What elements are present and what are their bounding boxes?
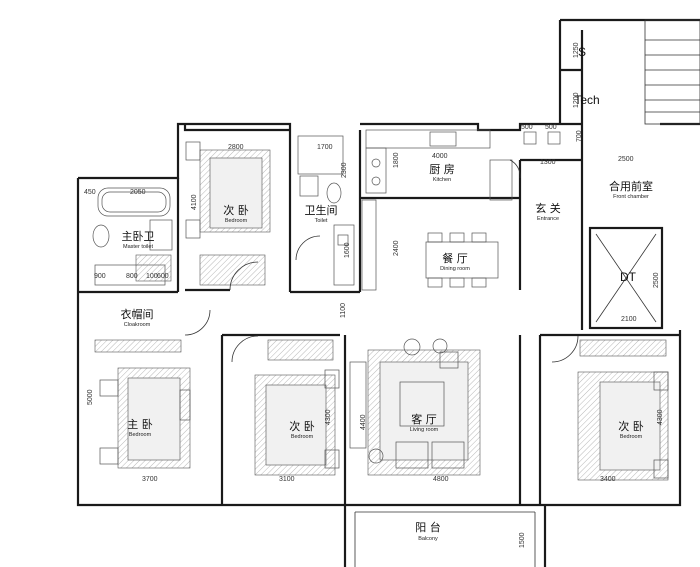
dim-label: 2050 (130, 189, 146, 196)
bed-top (185, 141, 271, 286)
dim-label: 4300 (657, 409, 664, 425)
dim-label: 2400 (393, 240, 400, 256)
dim-label: 700 (576, 130, 583, 142)
shaft-s-label: S (578, 45, 586, 59)
dim-label: 2300 (341, 162, 348, 178)
room-label-entrance: 玄 关 Entrance (535, 201, 561, 222)
room-name: 厨 房 (429, 163, 455, 176)
dim-label: 1250 (573, 42, 580, 58)
kitchen-fixtures (365, 129, 561, 201)
dim-label: 4000 (432, 153, 448, 160)
room-name: 主 卧 (127, 418, 153, 431)
stairs (644, 19, 700, 125)
room-name-en: Kitchen (433, 177, 451, 183)
room-name-en: Front chamber (613, 194, 649, 200)
dim-label: 4400 (360, 414, 367, 430)
dim-label: 4300 (325, 409, 332, 425)
room-name: 卫生间 (305, 203, 338, 217)
dimension-labels: 2800 1700 4000 500 500 1300 2500 2050 45… (84, 42, 664, 548)
room-name-en: Living room (410, 427, 439, 433)
elevator-label: DT (620, 270, 637, 284)
room-name: 次 卧 (289, 419, 315, 433)
room-name-en: Bedroom (225, 218, 248, 224)
room-name: 主卧卫 (122, 230, 155, 243)
master-toilet-fixtures (92, 187, 173, 286)
room-name-en: Bedroom (129, 432, 152, 438)
room-label-bedroom-mid: 次 卧 Bedroom (289, 419, 315, 440)
dim-label: 2800 (228, 144, 244, 151)
dim-label: 450 (84, 189, 96, 196)
mid-bed (254, 339, 340, 476)
room-name-en: Bedroom (291, 434, 314, 440)
room-label-toilet: 卫生间 Toilet (305, 203, 338, 224)
dim-label: 1800 (393, 152, 400, 168)
room-name-en: Toilet (315, 218, 328, 224)
dining-table (361, 199, 499, 291)
dim-label: 3400 (600, 476, 616, 483)
elevator-shaft (595, 233, 657, 323)
dim-label: 2500 (653, 272, 660, 288)
shaft-tech-label: Tech (574, 93, 599, 107)
dim-label: 4800 (433, 476, 449, 483)
living-furniture (349, 338, 481, 476)
dim-label: 5000 (87, 389, 94, 405)
room-name: 次 卧 (223, 203, 249, 217)
room-label-cloakroom: 衣帽间 Cloakroom (121, 307, 154, 328)
room-label-dining: 餐 厅 Dining room (440, 251, 470, 272)
dim-label: 800 (126, 273, 138, 280)
room-name-en: Entrance (537, 216, 559, 222)
room-label-balcony: 阳 台 Balcony (415, 520, 441, 542)
dim-label: 4100 (191, 194, 198, 210)
room-label-master-toilet: 主卧卫 Master toilet (122, 230, 155, 250)
room-name: 次 卧 (618, 419, 644, 433)
dim-label: 900 (94, 273, 106, 280)
dim-label: 2100 (621, 316, 637, 323)
room-name-en: Cloakroom (124, 322, 151, 328)
master-bed (94, 339, 191, 469)
dim-label: 1600 (344, 242, 351, 258)
dim-label: 3700 (142, 476, 158, 483)
room-name: 阳 台 (415, 520, 441, 534)
right-bed (577, 339, 669, 481)
room-name: 客 厅 (411, 412, 437, 426)
dim-label: 500 (521, 124, 533, 131)
dim-label: 1700 (317, 144, 333, 151)
room-name: 餐 厅 (442, 251, 468, 265)
room-name: 合用前室 (609, 179, 653, 193)
dim-label: 2500 (618, 156, 634, 163)
room-name: 衣帽间 (121, 307, 154, 321)
walls (76, 18, 700, 567)
room-name-en: Dining room (440, 266, 470, 272)
room-label-master-bed: 主 卧 Bedroom (127, 418, 153, 438)
room-label-living: 客 厅 Living room (410, 412, 439, 433)
room-name-en: Master toilet (123, 244, 153, 250)
dim-label: 1300 (540, 159, 556, 166)
dim-label: 600 (157, 273, 169, 280)
room-label-bedroom-top: 次 卧 Bedroom (223, 203, 249, 224)
dim-label: 1200 (573, 92, 580, 108)
dim-label: 3100 (279, 476, 295, 483)
toilet-fixtures (297, 135, 355, 286)
room-label-front-chamber: 合用前室 Front chamber (609, 179, 653, 200)
dim-label: 500 (545, 124, 557, 131)
dim-label: 1100 (340, 303, 347, 318)
room-name-en: Bedroom (620, 434, 643, 440)
dim-label: 1500 (519, 532, 526, 548)
dim-label: 100 (146, 273, 158, 280)
room-label-bedroom-right: 次 卧 Bedroom (618, 419, 644, 440)
room-name-en: Balcony (418, 536, 438, 542)
room-name: 玄 关 (535, 201, 561, 215)
room-label-kitchen: 厨 房 Kitchen (429, 163, 455, 183)
doors (184, 159, 579, 363)
